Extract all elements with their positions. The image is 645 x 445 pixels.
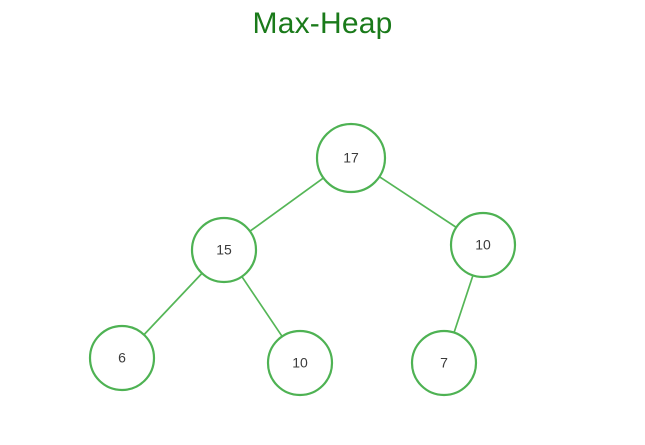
node-circle-right-left xyxy=(410,329,478,397)
tree-node-right-left[interactable]: 7 xyxy=(410,329,478,397)
tree-edges xyxy=(143,175,474,338)
node-label-right-left: 7 xyxy=(440,355,448,371)
edge-left-leftright xyxy=(241,275,283,338)
tree-node-right[interactable]: 10 xyxy=(449,211,517,279)
tree-node-left-right[interactable]: 10 xyxy=(266,329,334,397)
edge-root-right xyxy=(378,175,458,229)
node-label-left: 15 xyxy=(216,242,232,258)
node-label-root: 17 xyxy=(343,150,359,166)
node-label-left-left: 6 xyxy=(118,350,126,366)
edge-left-leftleft xyxy=(143,272,203,336)
node-circle-left xyxy=(190,216,258,284)
tree-node-left-left[interactable]: 6 xyxy=(88,324,156,392)
node-circle-right xyxy=(449,211,517,279)
node-circle-left-left xyxy=(88,324,156,392)
node-label-right: 10 xyxy=(475,237,491,253)
tree-node-root[interactable]: 17 xyxy=(315,122,387,194)
node-circle-root xyxy=(315,122,387,194)
edge-right-rightleft xyxy=(453,274,474,334)
node-label-left-right: 10 xyxy=(292,355,308,371)
tree-nodes: 17 15 10 6 10 7 xyxy=(88,122,517,397)
page-title: Max-Heap xyxy=(252,7,393,40)
node-circle-left-right xyxy=(266,329,334,397)
tree-node-left[interactable]: 15 xyxy=(190,216,258,284)
edge-root-left xyxy=(249,177,325,233)
